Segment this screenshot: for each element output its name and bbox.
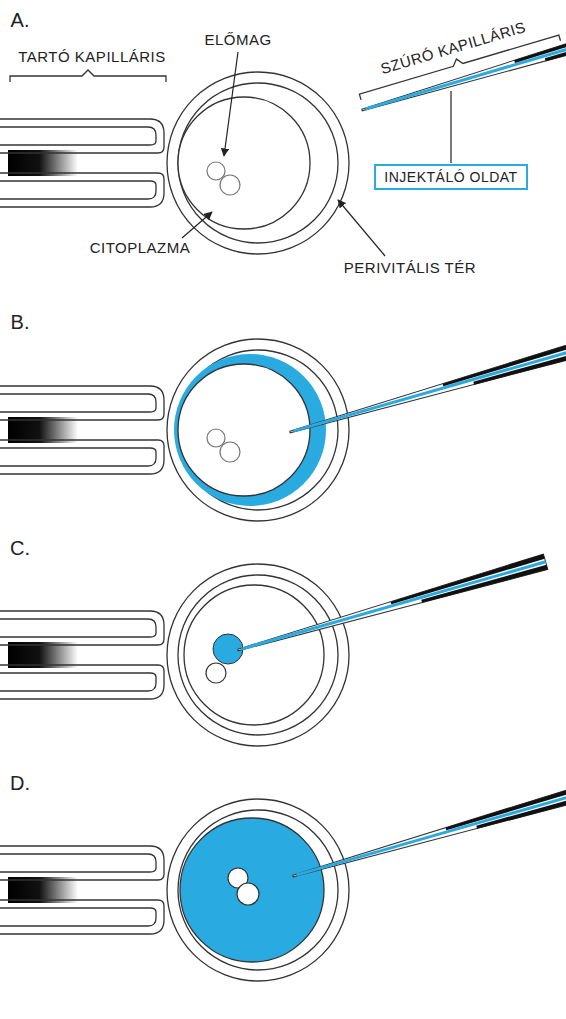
panel-letter: B. xyxy=(11,311,30,333)
panel-c xyxy=(0,564,349,746)
panel-letter: D. xyxy=(10,772,30,794)
part-label: CITOPLAZMA xyxy=(90,240,191,257)
leader-line xyxy=(450,91,451,163)
panel-letter: A. xyxy=(11,9,30,31)
bracket xyxy=(10,70,166,82)
panel-a xyxy=(0,72,349,254)
part-label: ELŐMAG xyxy=(204,32,271,49)
leader-line xyxy=(224,52,238,156)
box-text: INJEKTÁLÓ OLDAT xyxy=(384,169,517,185)
leader-line xyxy=(338,200,385,256)
part-label: SZÚRÓ KAPILLÁRIS xyxy=(378,19,527,78)
part-label: PERIVITÁLIS TÉR xyxy=(344,260,476,277)
injection-needle xyxy=(356,0,566,118)
panel-d xyxy=(0,799,349,981)
solution-box: INJEKTÁLÓ OLDAT xyxy=(374,164,527,190)
part-label: TARTÓ KAPILLÁRIS xyxy=(18,49,166,66)
panel-letter: C. xyxy=(10,537,30,559)
leader-line xyxy=(182,212,212,238)
